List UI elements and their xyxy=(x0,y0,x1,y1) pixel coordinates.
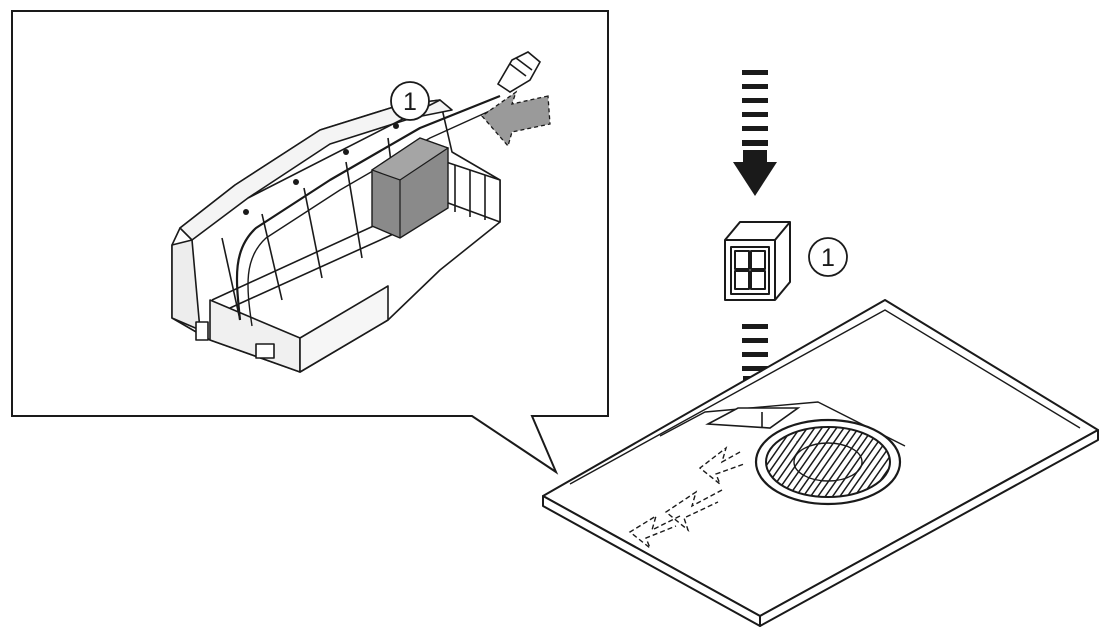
down-arrow-icon-top xyxy=(733,70,777,196)
airflow-arrow-icon-3 xyxy=(628,514,681,551)
handle-grip xyxy=(496,51,542,93)
airflow-arrow-icon-1 xyxy=(698,446,745,487)
filter-slot xyxy=(705,407,801,429)
part-callout-filter: 1 xyxy=(808,237,848,277)
svg-text:1: 1 xyxy=(403,88,417,116)
svg-text:1: 1 xyxy=(821,244,835,272)
filter-cartridge-in-module xyxy=(370,137,450,239)
carbon-filter-cube xyxy=(724,221,791,301)
extraction-grille xyxy=(754,418,902,506)
detail-inset: 1 xyxy=(11,10,609,475)
part-callout-inset: 1 xyxy=(390,81,430,121)
airflow-arrow-icon-2 xyxy=(664,489,723,533)
insertion-arrow-icon xyxy=(481,90,551,148)
